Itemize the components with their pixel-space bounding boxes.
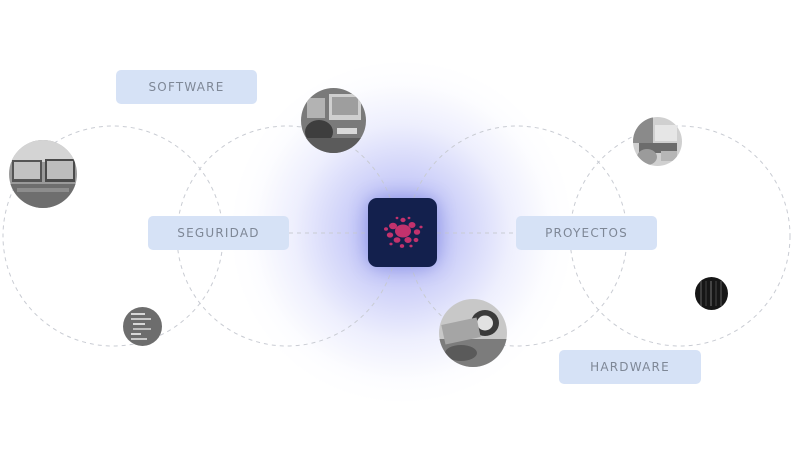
photo-monitors — [9, 140, 77, 208]
photo-hardware-device — [439, 299, 507, 367]
node-hardware-label: HARDWARE — [590, 360, 670, 374]
photo-office — [633, 117, 682, 166]
node-software-label: SOFTWARE — [148, 80, 225, 94]
photo-workstation — [301, 88, 366, 153]
node-seguridad[interactable]: SEGURIDAD — [148, 216, 289, 250]
node-hardware[interactable]: HARDWARE — [559, 350, 701, 384]
node-software[interactable]: SOFTWARE — [116, 70, 257, 104]
photo-code-screen — [123, 307, 162, 346]
node-proyectos-label: PROYECTOS — [545, 226, 628, 240]
node-seguridad-label: SEGURIDAD — [177, 226, 260, 240]
photo-circuit — [695, 277, 728, 310]
hub-logo[interactable] — [368, 198, 437, 267]
node-proyectos[interactable]: PROYECTOS — [516, 216, 657, 250]
cluster-logo-icon — [383, 216, 423, 248]
